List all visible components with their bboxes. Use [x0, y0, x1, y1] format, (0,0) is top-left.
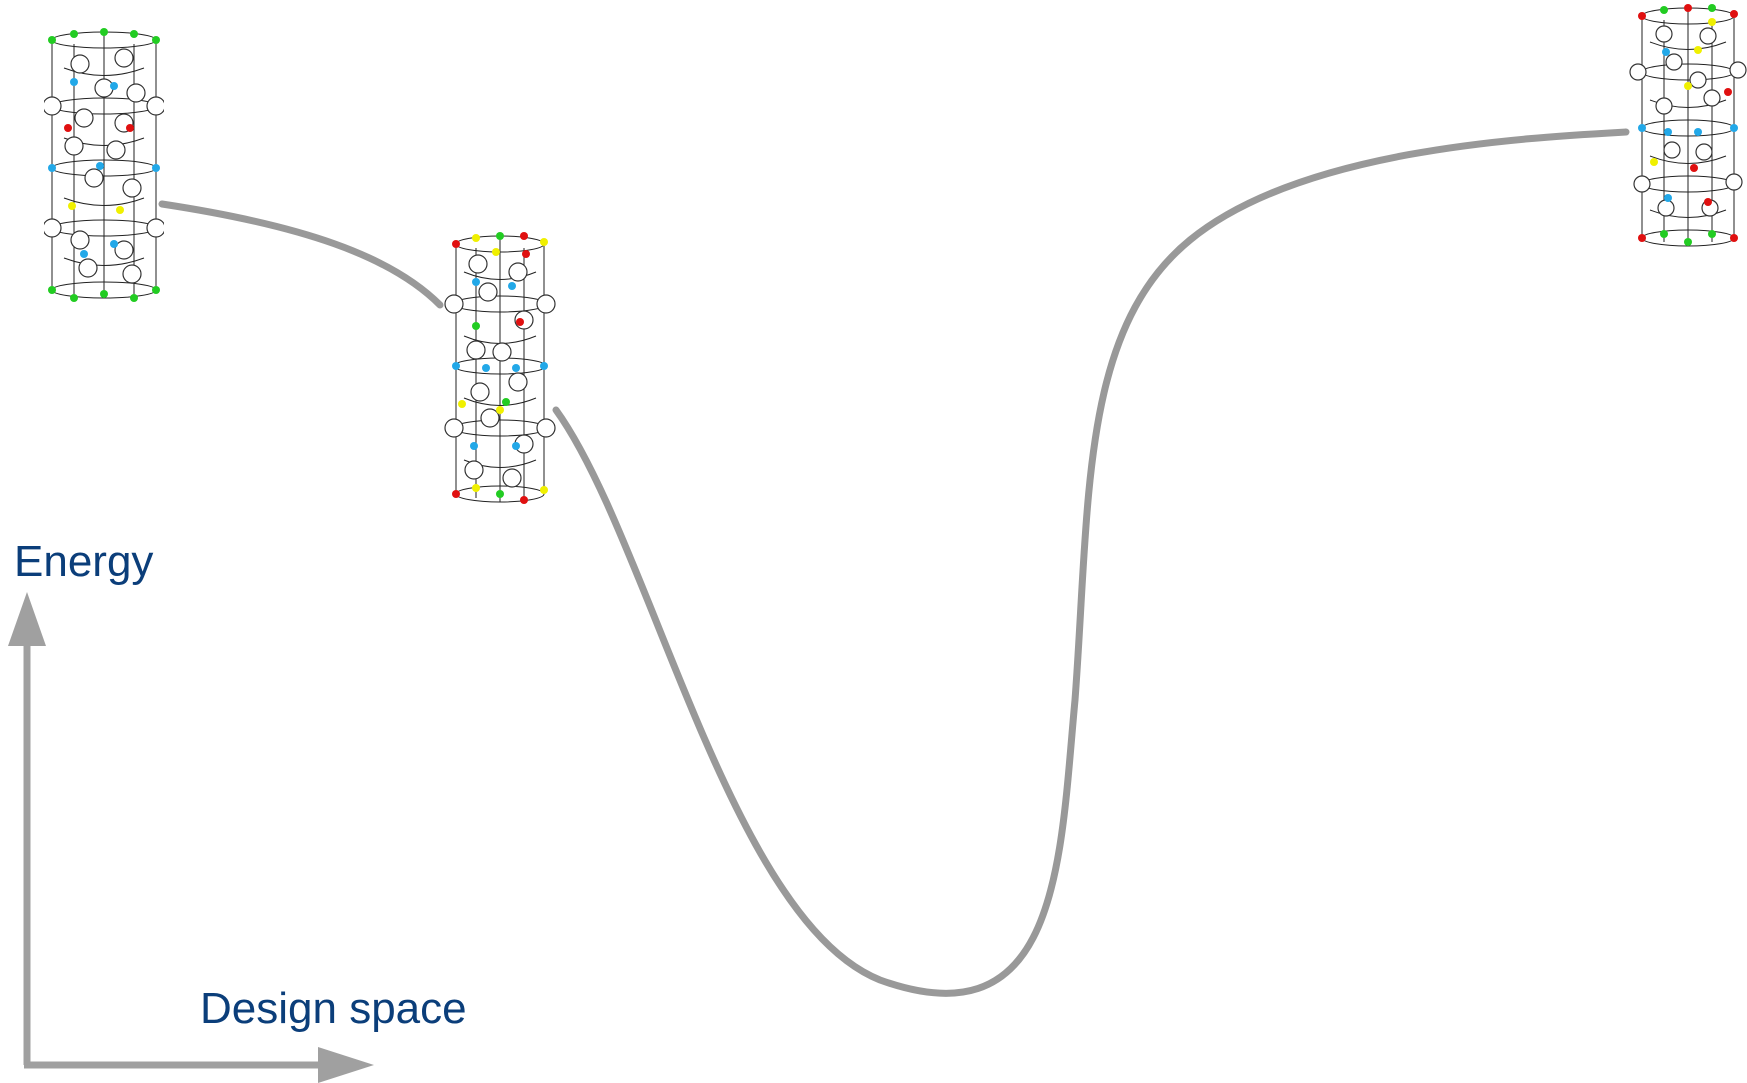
y-axis-arrow-icon: [8, 592, 46, 646]
energy-curve-left-segment: [158, 200, 444, 309]
y-axis-label: Energy: [14, 537, 154, 586]
x-axis-arrow-icon: [318, 1047, 374, 1083]
dna-helix-icon: [1629, 4, 1747, 247]
x-axis-label: Design space: [200, 984, 467, 1033]
energy-curve-main-segment: [552, 128, 1630, 997]
dna-helix-icon: [44, 28, 164, 302]
dna-helix-icon: [444, 232, 556, 504]
